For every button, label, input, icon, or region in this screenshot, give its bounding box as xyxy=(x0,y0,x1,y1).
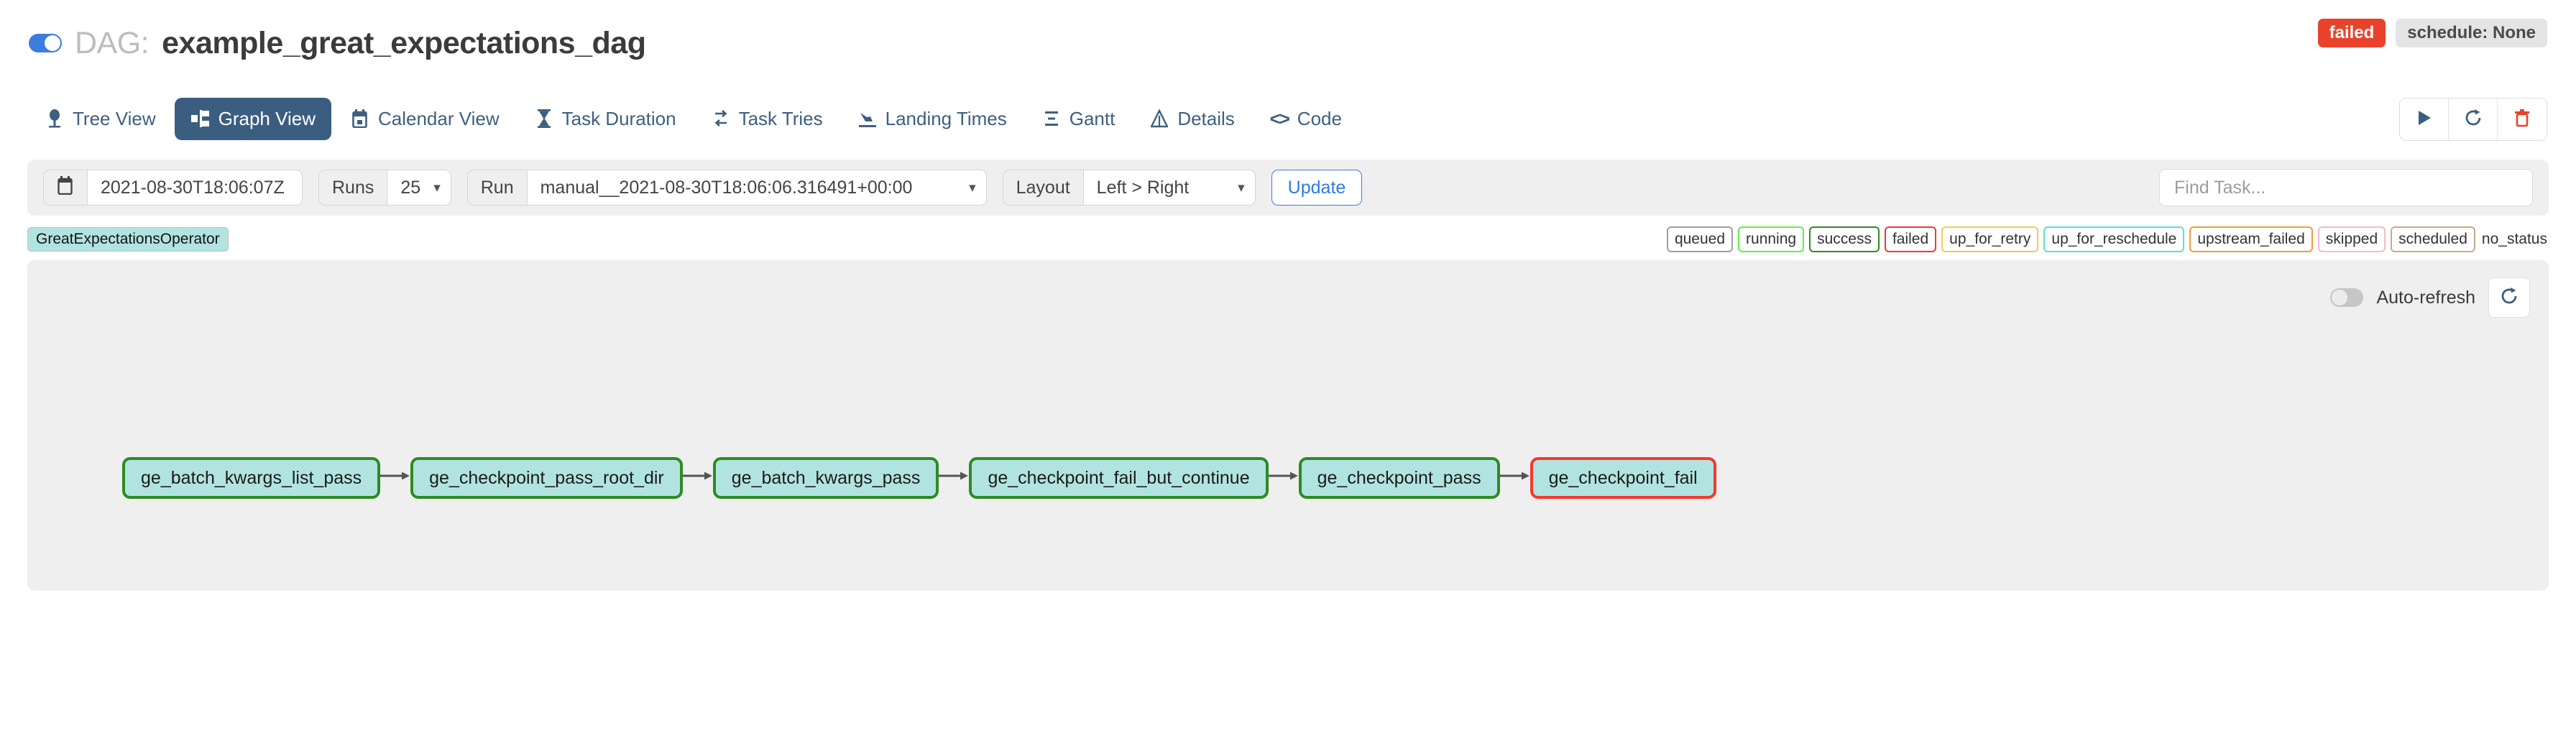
legend-failed[interactable]: failed xyxy=(1884,226,1937,252)
code-icon: <> xyxy=(1269,107,1290,129)
legend-running[interactable]: running xyxy=(1738,226,1805,252)
page-title: example_great_expectations_dag xyxy=(162,25,646,60)
base-date-input[interactable]: 2021-08-30T18:06:07Z xyxy=(87,170,303,206)
tab-label: Details xyxy=(1177,107,1235,129)
play-icon xyxy=(2416,109,2432,130)
legend-up-for-reschedule[interactable]: up_for_reschedule xyxy=(2043,226,2185,252)
runs-label: Runs xyxy=(318,170,387,206)
dag-action-buttons xyxy=(2399,98,2547,141)
tab-label: Graph View xyxy=(218,107,316,129)
trigger-dag-button[interactable] xyxy=(2400,98,2449,140)
runs-select[interactable]: 25 ▾ xyxy=(387,170,451,206)
auto-refresh-toggle[interactable] xyxy=(2330,288,2364,307)
legend-row: GreatExpectationsOperator queued running… xyxy=(27,226,2549,253)
legend-skipped[interactable]: skipped xyxy=(2317,226,2386,252)
tab-label: Gantt xyxy=(1069,107,1116,129)
run-filter-group: Run manual__2021-08-30T18:06:06.316491+0… xyxy=(466,170,987,206)
task-node-ge-checkpoint-fail-but-continue[interactable]: ge_checkpoint_fail_but_continue xyxy=(969,457,1269,499)
gantt-icon xyxy=(1041,108,1062,129)
graph-icon xyxy=(190,108,211,129)
schedule-badge: schedule: None xyxy=(2396,19,2547,47)
edge-arrow xyxy=(380,471,410,485)
edge-arrow xyxy=(939,471,969,485)
tab-label: Tree View xyxy=(73,107,156,129)
tab-label: Task Duration xyxy=(561,107,676,129)
calendar-icon xyxy=(57,175,74,200)
runs-select-value: 25 xyxy=(400,177,421,198)
tab-label: Landing Times xyxy=(885,107,1007,129)
dag-graph-canvas[interactable]: Auto-refresh ge_batch_kwargs_list_pass g… xyxy=(27,260,2549,591)
task-node-ge-batch-kwargs-pass[interactable]: ge_batch_kwargs_pass xyxy=(712,457,939,499)
tab-gantt[interactable]: Gantt xyxy=(1026,98,1131,140)
legend-no-status[interactable]: no_status xyxy=(2480,228,2549,251)
tab-graph-view[interactable]: Graph View xyxy=(174,97,331,140)
header-badges: failed schedule: None xyxy=(2317,19,2547,47)
refresh-icon xyxy=(2464,109,2483,131)
tab-code[interactable]: <> Code xyxy=(1254,98,1358,140)
task-node-ge-batch-kwargs-list-pass[interactable]: ge_batch_kwargs_list_pass xyxy=(122,457,381,499)
run-select[interactable]: manual__2021-08-30T18:06:06.316491+00:00… xyxy=(526,170,987,206)
delete-dag-button[interactable] xyxy=(2498,98,2547,140)
toggle-knob xyxy=(45,35,60,51)
status-legend: queued running success failed up_for_ret… xyxy=(1666,226,2549,252)
search-input[interactable] xyxy=(2173,176,2519,199)
layout-select[interactable]: Left > Right ▾ xyxy=(1082,170,1256,206)
calendar-icon xyxy=(350,108,370,129)
date-filter-group: 2021-08-30T18:06:07Z xyxy=(43,170,303,206)
run-select-value: manual__2021-08-30T18:06:06.316491+00:00 xyxy=(540,177,913,198)
find-task-field[interactable] xyxy=(2159,169,2533,206)
edge-arrow xyxy=(682,471,713,485)
dag-pause-toggle[interactable] xyxy=(29,34,62,52)
edge-arrow xyxy=(1499,471,1530,485)
dag-graph: ge_batch_kwargs_list_pass ge_checkpoint_… xyxy=(122,457,1716,499)
run-label: Run xyxy=(466,170,527,206)
graph-refresh-button[interactable] xyxy=(2488,277,2530,318)
update-button[interactable]: Update xyxy=(1271,170,1363,206)
layout-filter-group: Layout Left > Right ▾ xyxy=(1002,170,1256,206)
tab-calendar-view[interactable]: Calendar View xyxy=(334,98,515,140)
chevron-down-icon: ▾ xyxy=(1238,180,1245,196)
refresh-button[interactable] xyxy=(2449,98,2498,140)
dag-header: DAG: example_great_expectations_dag fail… xyxy=(0,0,2576,86)
status-badge: failed xyxy=(2317,19,2386,47)
edge-arrow xyxy=(1268,471,1299,485)
dag-title-group: DAG: example_great_expectations_dag xyxy=(29,25,646,61)
task-node-ge-checkpoint-pass-root-dir[interactable]: ge_checkpoint_pass_root_dir xyxy=(410,457,683,499)
operator-badge[interactable]: GreatExpectationsOperator xyxy=(27,227,229,252)
toggle-knob xyxy=(2332,290,2348,305)
legend-up-for-retry[interactable]: up_for_retry xyxy=(1941,226,2039,252)
tab-details[interactable]: Details xyxy=(1133,98,1250,140)
chevron-down-icon: ▾ xyxy=(433,180,441,196)
task-node-ge-checkpoint-fail[interactable]: ge_checkpoint_fail xyxy=(1530,457,1716,499)
legend-upstream-failed[interactable]: upstream_failed xyxy=(2189,226,2313,252)
details-icon xyxy=(1149,108,1169,129)
retry-icon xyxy=(711,108,731,129)
task-node-ge-checkpoint-pass[interactable]: ge_checkpoint_pass xyxy=(1298,457,1500,499)
dag-filter-bar: 2021-08-30T18:06:07Z Runs 25 ▾ Run manua… xyxy=(27,160,2549,216)
legend-queued[interactable]: queued xyxy=(1666,226,1734,252)
refresh-icon xyxy=(2500,287,2518,309)
tab-task-tries[interactable]: Task Tries xyxy=(695,98,839,140)
runs-filter-group: Runs 25 ▾ xyxy=(318,170,451,206)
calendar-picker-button[interactable] xyxy=(43,170,87,206)
auto-refresh-label: Auto-refresh xyxy=(2376,287,2475,308)
tab-label: Calendar View xyxy=(377,107,500,129)
tab-label: Code xyxy=(1297,107,1342,129)
trash-icon xyxy=(2513,109,2531,131)
tab-tree-view[interactable]: Tree View xyxy=(29,98,172,140)
tab-landing-times[interactable]: Landing Times xyxy=(842,98,1023,140)
landing-icon xyxy=(857,108,878,129)
tab-task-duration[interactable]: Task Duration xyxy=(518,98,692,140)
legend-success[interactable]: success xyxy=(1809,226,1880,252)
hourglass-icon xyxy=(534,108,554,129)
legend-scheduled[interactable]: scheduled xyxy=(2391,226,2475,252)
dag-label: DAG: xyxy=(75,25,150,60)
layout-select-value: Left > Right xyxy=(1096,177,1190,198)
canvas-toolbar: Auto-refresh xyxy=(2330,277,2530,318)
chevron-down-icon: ▾ xyxy=(969,180,976,196)
tab-label: Task Tries xyxy=(738,107,823,129)
layout-label: Layout xyxy=(1002,170,1083,206)
dag-nav-tabs: Tree View Graph View Calendar View Task … xyxy=(0,86,2576,151)
tree-icon xyxy=(45,108,65,129)
